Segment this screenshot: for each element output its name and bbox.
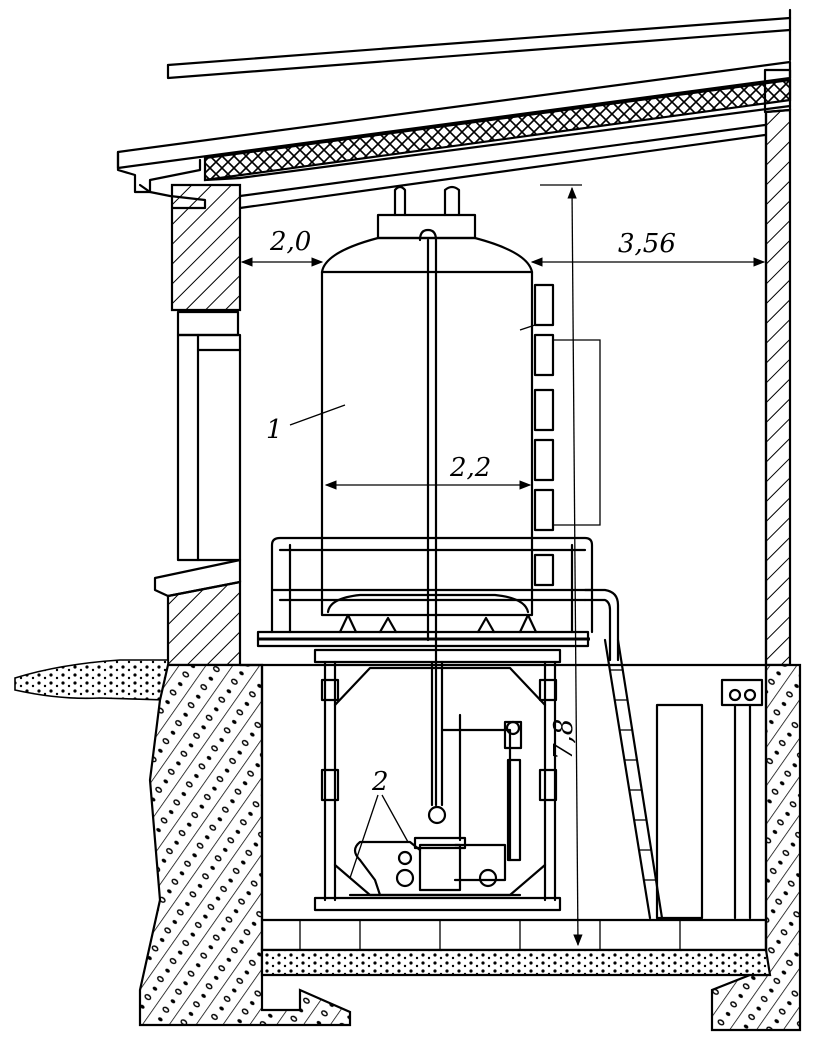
dimension-left-clearance: 2,0 bbox=[240, 227, 324, 267]
dimension-right-clearance: 3,56 bbox=[530, 229, 766, 267]
pump-unit bbox=[348, 805, 522, 897]
callout-pump-label: 2 bbox=[371, 767, 389, 797]
dimension-tank-diameter-label: 2,2 bbox=[449, 453, 491, 483]
platform bbox=[256, 536, 620, 662]
basement-left-wall bbox=[138, 663, 352, 1027]
ground-left bbox=[14, 659, 169, 701]
basement-floor bbox=[260, 918, 772, 977]
pipes bbox=[418, 228, 523, 862]
tank-flanges bbox=[533, 283, 555, 587]
callout-pump: 2 bbox=[349, 767, 409, 879]
callout-tank: 1 bbox=[266, 404, 346, 445]
tank-pointer-mark bbox=[519, 324, 536, 331]
dimension-left-clearance-label: 2,0 bbox=[269, 227, 311, 257]
callout-tank-label: 1 bbox=[266, 415, 283, 445]
dimension-total-height: 7,8 bbox=[540, 184, 583, 947]
dimension-right-clearance-label: 3,56 bbox=[618, 229, 676, 259]
dimension-tank-diameter: 2,2 bbox=[324, 453, 532, 490]
left-wall bbox=[153, 183, 242, 667]
ladder bbox=[603, 638, 664, 920]
support-frame bbox=[313, 648, 562, 912]
dimension-total-height-label: 7,8 bbox=[549, 719, 579, 760]
roof bbox=[116, 8, 792, 210]
right-wall bbox=[764, 108, 792, 667]
electrical-cabinets bbox=[655, 678, 764, 920]
